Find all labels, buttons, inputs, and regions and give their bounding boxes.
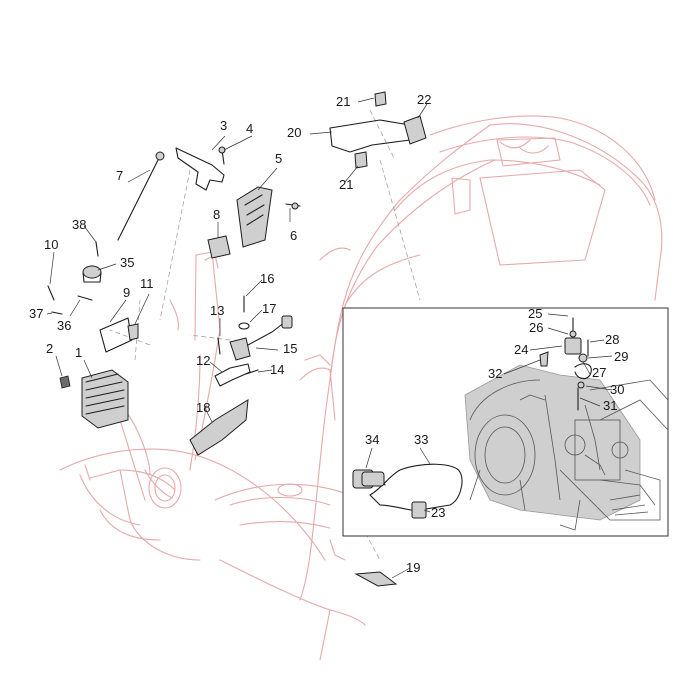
callout-38: 38 — [72, 217, 86, 232]
callout-18: 18 — [196, 400, 210, 415]
callout-12: 12 — [196, 353, 210, 368]
part-37-screw — [51, 311, 63, 315]
callout-7: 7 — [116, 168, 123, 183]
part-38-screw — [95, 241, 99, 257]
part-9-bracket — [99, 317, 133, 353]
part-17-washer — [238, 322, 250, 330]
callout-14: 14 — [270, 362, 284, 377]
callout-5: 5 — [275, 151, 282, 166]
callout-34: 34 — [365, 432, 379, 447]
callout-33: 33 — [414, 432, 428, 447]
callout-8: 8 — [213, 207, 220, 222]
part-35-sensor — [82, 265, 102, 283]
callout-4: 4 — [246, 121, 253, 136]
callout-13: 13 — [210, 303, 224, 318]
part-13-screw — [217, 337, 221, 355]
part-21-connector-bottom — [354, 151, 368, 169]
part-18-guard — [189, 399, 249, 456]
callout-19: 19 — [406, 560, 420, 575]
callout-31: 31 — [603, 398, 617, 413]
leader-lines — [46, 97, 613, 579]
part-7-tie-strap — [117, 159, 159, 241]
callout-10: 10 — [44, 237, 58, 252]
callout-25: 25 — [528, 306, 542, 321]
callout-1: 1 — [75, 345, 82, 360]
callout-3: 3 — [220, 118, 227, 133]
callout-26: 26 — [529, 320, 543, 335]
part-11-clip — [127, 323, 139, 341]
callout-11: 11 — [140, 276, 154, 291]
callout-27: 27 — [592, 365, 606, 380]
part-20-bracket — [329, 119, 411, 153]
callout-21-top: 21 — [336, 94, 350, 109]
part-36-screw — [77, 295, 93, 301]
callout-16: 16 — [260, 271, 274, 286]
part-2-screw — [59, 375, 71, 389]
part-1-regulator — [81, 369, 129, 429]
part-10-screw — [47, 285, 55, 301]
part-12-bracket — [214, 363, 251, 387]
callout-2: 2 — [46, 341, 53, 356]
part-8-relay — [207, 235, 231, 259]
part-5-control-unit — [236, 186, 273, 248]
part-21-connector-top — [374, 91, 387, 107]
callout-23: 23 — [431, 505, 445, 520]
detail-inset-panel — [342, 307, 669, 537]
callout-35: 35 — [120, 255, 134, 270]
callout-labels: 1 2 3 4 5 6 7 8 9 10 11 12 13 14 15 16 1… — [29, 92, 628, 575]
part-19-clip — [354, 571, 398, 587]
callout-6: 6 — [290, 228, 297, 243]
callout-30: 30 — [610, 382, 624, 397]
callout-36: 36 — [57, 318, 71, 333]
callout-24: 24 — [514, 342, 528, 357]
part-23-clip — [411, 501, 427, 519]
callout-20: 20 — [287, 125, 301, 140]
callout-28: 28 — [605, 332, 619, 347]
exploded-parts — [47, 91, 427, 587]
callout-9: 9 — [123, 285, 130, 300]
part-14-screw — [245, 369, 259, 375]
callout-29: 29 — [614, 349, 628, 364]
part-3-bracket — [175, 147, 225, 191]
part-15-sensor — [229, 315, 293, 361]
callout-15: 15 — [283, 341, 297, 356]
part-32-pin — [539, 351, 549, 367]
engine-assembly — [464, 364, 669, 531]
callout-32: 32 — [488, 366, 502, 381]
callout-37: 37 — [29, 306, 43, 321]
callout-17: 17 — [262, 301, 276, 316]
part-22-unit — [403, 115, 427, 145]
part-24-sensor — [564, 337, 582, 355]
callout-21-bottom: 21 — [339, 177, 353, 192]
callout-22: 22 — [417, 92, 431, 107]
